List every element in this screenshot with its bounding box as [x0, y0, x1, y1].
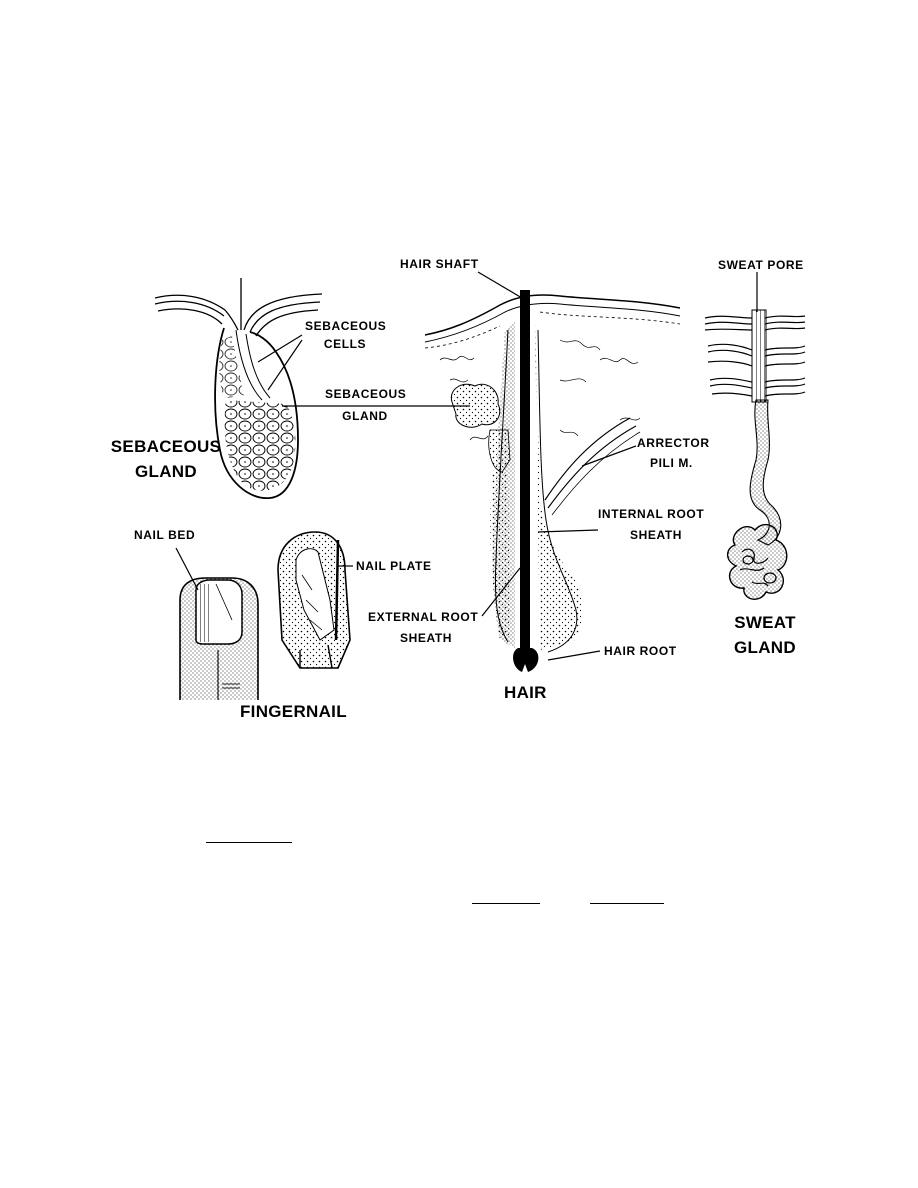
label-arrector-line1: ARRECTOR	[637, 436, 710, 450]
fingernail-drawing	[175, 531, 353, 700]
sebaceous-gland-drawing	[154, 278, 323, 499]
label-internal-root-sheath-line1: INTERNAL ROOT	[598, 507, 705, 521]
blank-rule-2	[472, 903, 540, 904]
label-external-root-sheath-line2: SHEATH	[400, 631, 453, 645]
label-sebaceous-gland-line1: SEBACEOUS	[325, 387, 407, 401]
label-sebaceous-gland-line2: GLAND	[342, 409, 388, 423]
title-sweat-gland-line1: SWEAT	[734, 613, 796, 632]
label-arrector-line2: PILI M.	[650, 456, 693, 470]
title-sweat-gland-line2: GLAND	[734, 638, 796, 657]
blank-rule-1	[206, 842, 292, 843]
title-hair: HAIR	[504, 683, 547, 702]
title-fingernail: FINGERNAIL	[240, 702, 347, 721]
hair-drawing	[424, 271, 681, 672]
label-hair-shaft: HAIR SHAFT	[400, 257, 479, 271]
label-sebaceous-cells-line2: CELLS	[323, 337, 367, 351]
title-sebaceous-gland-line2: GLAND	[135, 462, 197, 481]
blank-rule-3	[590, 903, 664, 904]
label-nail-plate: NAIL PLATE	[356, 559, 432, 573]
title-sebaceous-gland-line1: SEBACEOUS	[110, 437, 222, 456]
label-hair-root: HAIR ROOT	[604, 644, 677, 658]
label-sweat-pore: SWEAT PORE	[718, 258, 804, 272]
label-nail-bed: NAIL BED	[134, 528, 196, 542]
label-sebaceous-cells-line1: SEBACEOUS	[305, 319, 387, 333]
sweat-gland-drawing	[704, 272, 806, 600]
label-internal-root-sheath-line2: SHEATH	[630, 528, 683, 542]
label-external-root-sheath-line1: EXTERNAL ROOT	[368, 610, 479, 624]
